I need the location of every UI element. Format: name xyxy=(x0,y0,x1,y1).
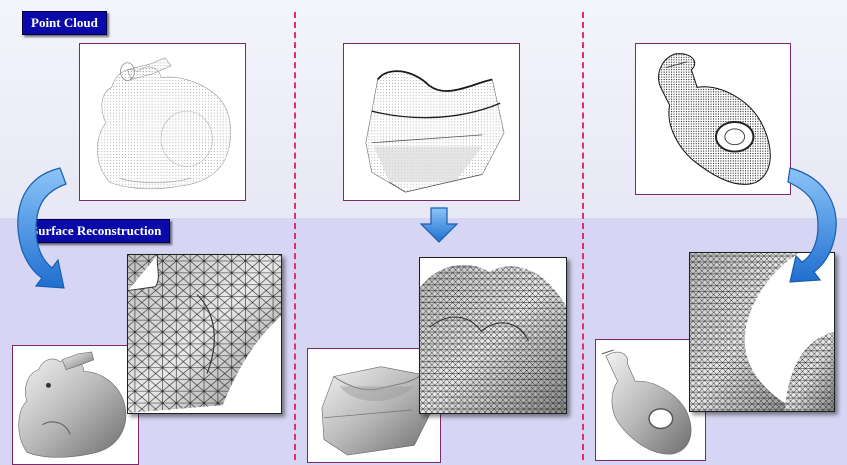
point-cloud-label: Point Cloud xyxy=(22,11,107,35)
dental-mesh-closeup xyxy=(419,257,567,414)
bunny-mesh-closeup xyxy=(127,254,282,414)
column-divider-1 xyxy=(294,12,296,460)
curved-arrow-right-icon xyxy=(784,164,844,290)
bunny-point-cloud xyxy=(79,43,246,201)
down-arrow-icon xyxy=(419,206,459,244)
dental-model-point-cloud xyxy=(343,43,520,201)
column-divider-2 xyxy=(582,12,584,460)
rocker-arm-point-cloud xyxy=(635,43,791,195)
bunny-surface xyxy=(12,345,139,465)
curved-arrow-left-icon xyxy=(6,166,72,300)
